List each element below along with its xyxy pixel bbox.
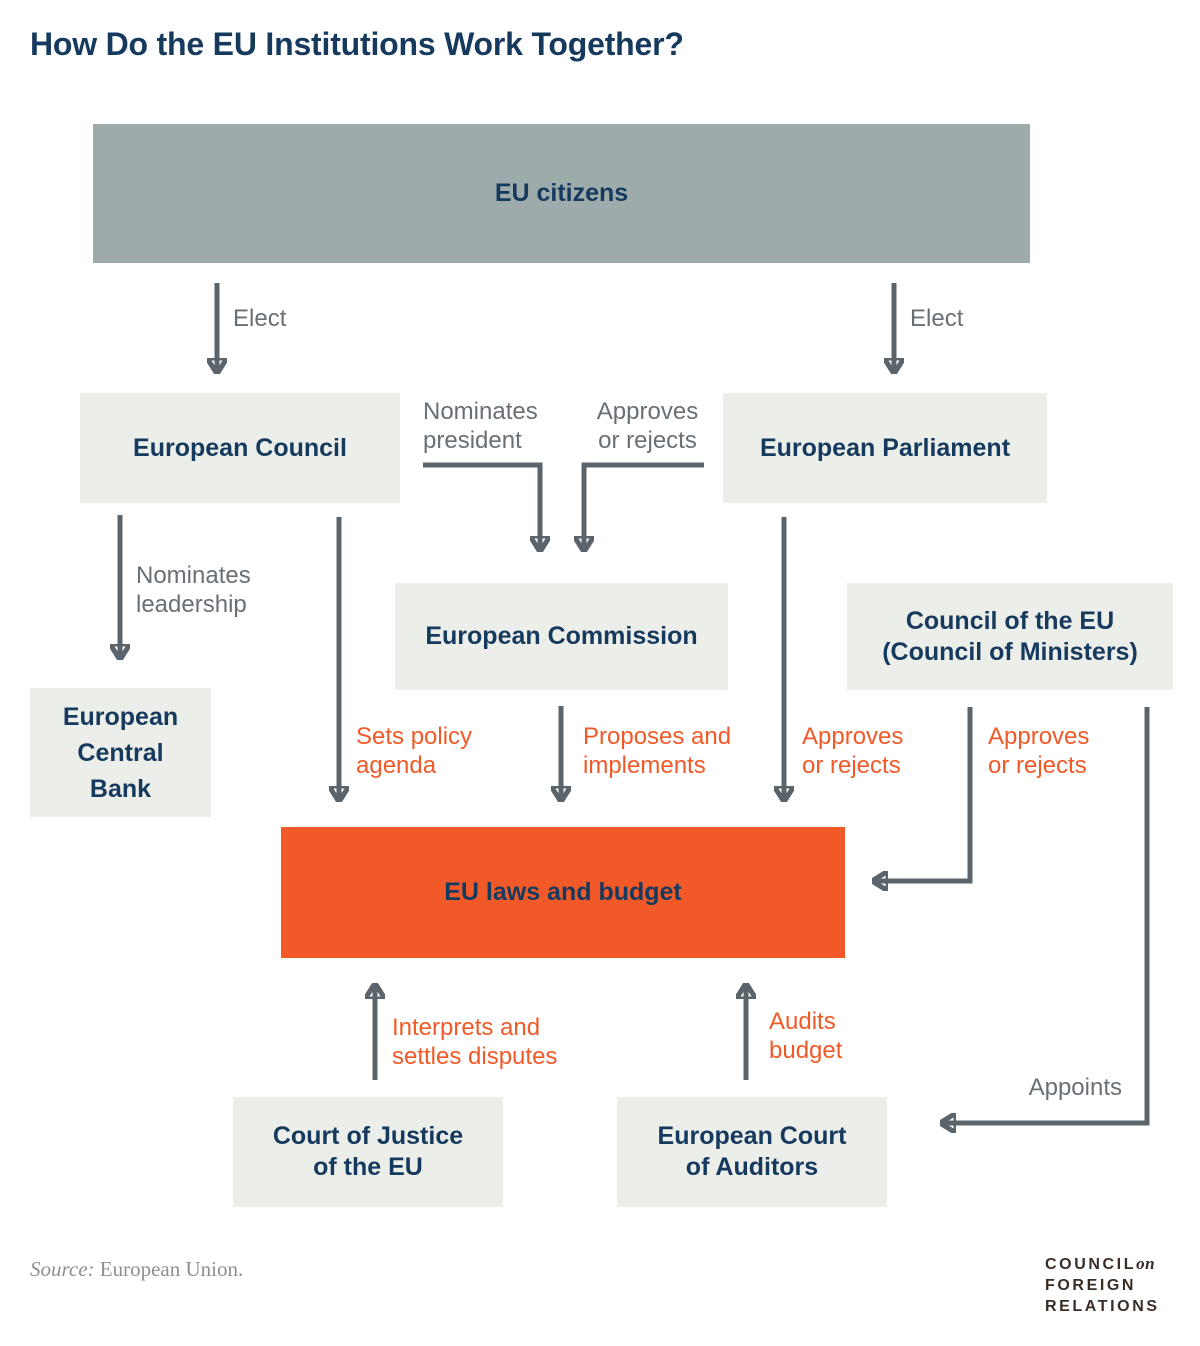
source-label: Source: bbox=[30, 1257, 95, 1281]
node-european-parliament: European Parliament bbox=[723, 393, 1047, 503]
cfr-logo-line1: COUNCILon bbox=[1045, 1254, 1156, 1273]
node-eu-citizens: EU citizens bbox=[93, 124, 1030, 263]
node-eu-laws-label: EU laws and budget bbox=[444, 878, 682, 906]
node-european-central-bank: European Central Bank bbox=[30, 688, 211, 817]
edge-label-audits-budget: Audits budget bbox=[769, 1008, 843, 1064]
node-ecb-line1: European bbox=[62, 702, 179, 731]
node-european-commission: European Commission bbox=[395, 583, 728, 690]
edge-label-approves-or-rejects-parliament: Approves or rejects bbox=[802, 723, 904, 779]
arrow-council-nominates-commission bbox=[423, 462, 540, 550]
node-council-of-eu-line2: (Council of Ministers) bbox=[882, 637, 1138, 666]
node-court-of-justice-line2: of the EU bbox=[313, 1153, 423, 1181]
arrow-council-eu-approves-laws bbox=[874, 707, 973, 881]
node-court-of-auditors: European Court of Auditors bbox=[617, 1097, 887, 1207]
edge-label-nominates-president: Nominates president bbox=[423, 398, 538, 454]
node-ecb-line3: Bank bbox=[89, 774, 152, 803]
node-court-of-auditors-line1: European Court bbox=[657, 1122, 847, 1150]
source-note: Source: European Union. bbox=[30, 1257, 243, 1282]
edge-label-approves-or-rejects-top: Approves or rejects bbox=[596, 398, 699, 454]
page-title: How Do the EU Institutions Work Together… bbox=[30, 26, 684, 62]
node-court-of-justice: Court of Justice of the EU bbox=[233, 1097, 503, 1207]
source-value: European Union. bbox=[99, 1257, 244, 1281]
cfr-logo-line3: RELATIONS bbox=[1045, 1298, 1160, 1315]
cfr-logo-line2: FOREIGN bbox=[1045, 1277, 1137, 1294]
node-council-of-eu: Council of the EU (Council of Ministers) bbox=[847, 583, 1173, 690]
edge-label-elect-right: Elect bbox=[910, 305, 964, 332]
cfr-logo: COUNCILon FOREIGN RELATIONS bbox=[1045, 1253, 1160, 1317]
edge-label-proposes-and-implements: Proposes and implements bbox=[583, 723, 732, 779]
edge-label-interprets-and-settles: Interprets and settles disputes bbox=[392, 1014, 558, 1070]
edge-label-nominates-leadership: Nominates leadership bbox=[136, 562, 251, 618]
node-eu-laws-and-budget: EU laws and budget bbox=[281, 827, 845, 958]
arrow-parliament-approves-commission bbox=[584, 462, 704, 550]
node-european-commission-label: European Commission bbox=[425, 622, 698, 650]
edge-label-approves-or-rejects-council: Approves or rejects bbox=[988, 723, 1090, 779]
node-european-parliament-label: European Parliament bbox=[759, 433, 1011, 462]
node-european-council: European Council bbox=[80, 393, 400, 503]
node-court-of-justice-line1: Court of Justice bbox=[272, 1122, 464, 1150]
edge-label-elect-left: Elect bbox=[233, 305, 287, 332]
edge-label-sets-policy-agenda: Sets policy agenda bbox=[356, 723, 473, 779]
node-ecb-line2: Central bbox=[77, 738, 164, 767]
edge-label-appoints: Appoints bbox=[1028, 1074, 1122, 1101]
node-court-of-auditors-line2: of Auditors bbox=[685, 1153, 819, 1181]
arrow-council-eu-appoints-auditors bbox=[942, 707, 1150, 1123]
node-council-of-eu-line1: Council of the EU bbox=[905, 606, 1115, 635]
node-eu-citizens-label: EU citizens bbox=[494, 179, 629, 207]
node-european-council-label: European Council bbox=[133, 433, 347, 462]
